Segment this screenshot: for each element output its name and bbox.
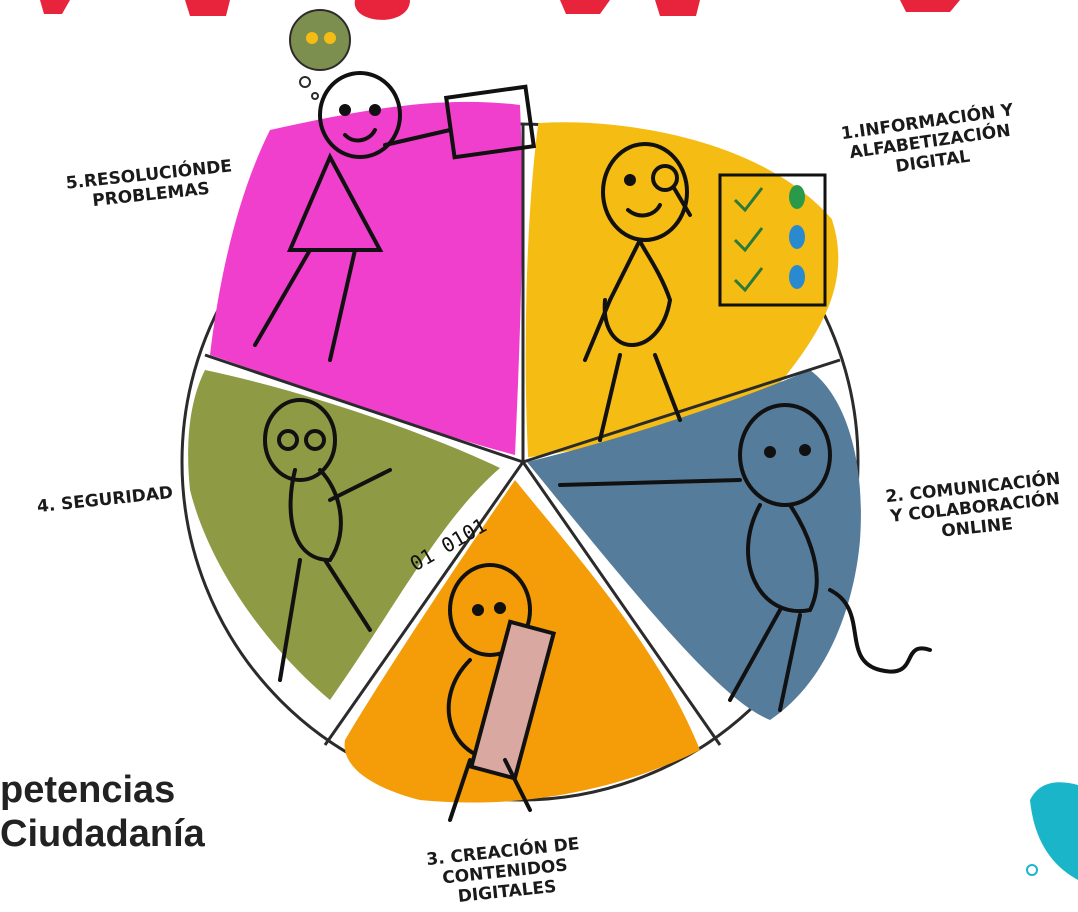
checklist-icon — [718, 173, 827, 307]
top-banner-fragments — [40, 0, 960, 20]
stick-figure-board — [253, 71, 537, 362]
stick-figure-magnifier — [583, 142, 692, 442]
caption: petencias Ciudadanía — [0, 768, 205, 856]
segment-dividers — [204, 125, 841, 746]
segment-2-fill — [527, 370, 861, 720]
lightbulb-thought-icon — [289, 9, 351, 100]
logo-icon — [1026, 782, 1078, 880]
caption-line-2: Ciudadanía — [0, 813, 205, 855]
stick-figure-tablet — [446, 563, 557, 822]
segment-5-fill — [210, 101, 523, 455]
stick-figure-plug — [558, 403, 932, 712]
caption-line-1: petencias — [0, 769, 176, 811]
